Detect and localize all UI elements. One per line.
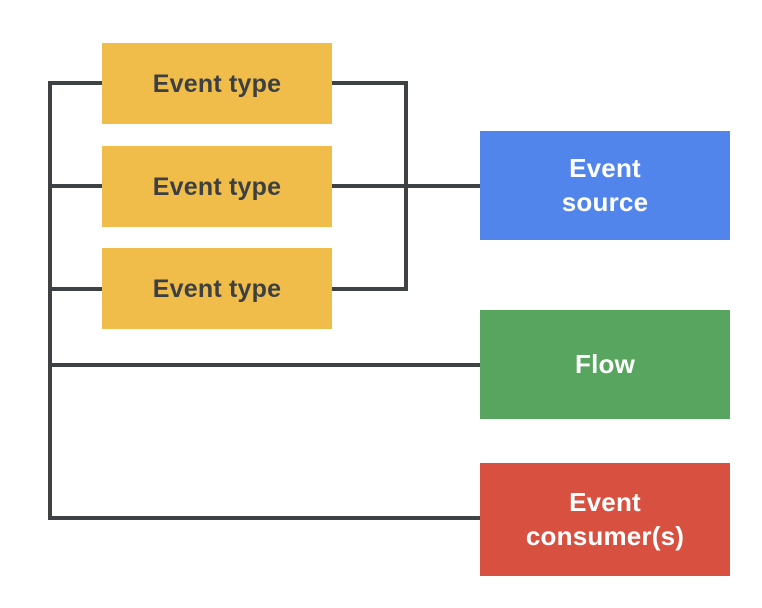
connector-left-vertical-bus — [48, 81, 52, 520]
node-event-type-3: Event type — [102, 248, 332, 329]
connector-event-type-1-right — [330, 81, 408, 85]
node-event-consumers: Event consumer(s) — [480, 463, 730, 576]
connector-bus-to-flow — [48, 363, 482, 367]
connector-event-type-3-right — [330, 287, 408, 291]
connector-event-type-2-to-source — [330, 184, 482, 188]
connector-event-type-3-left — [48, 287, 106, 291]
connector-event-type-2-left — [48, 184, 106, 188]
node-flow: Flow — [480, 310, 730, 419]
connector-bus-to-event-consumers — [48, 516, 482, 520]
node-event-type-2: Event type — [102, 146, 332, 227]
connector-event-type-1-left — [48, 81, 106, 85]
node-event-source: Event source — [480, 131, 730, 240]
node-event-type-1: Event type — [102, 43, 332, 124]
